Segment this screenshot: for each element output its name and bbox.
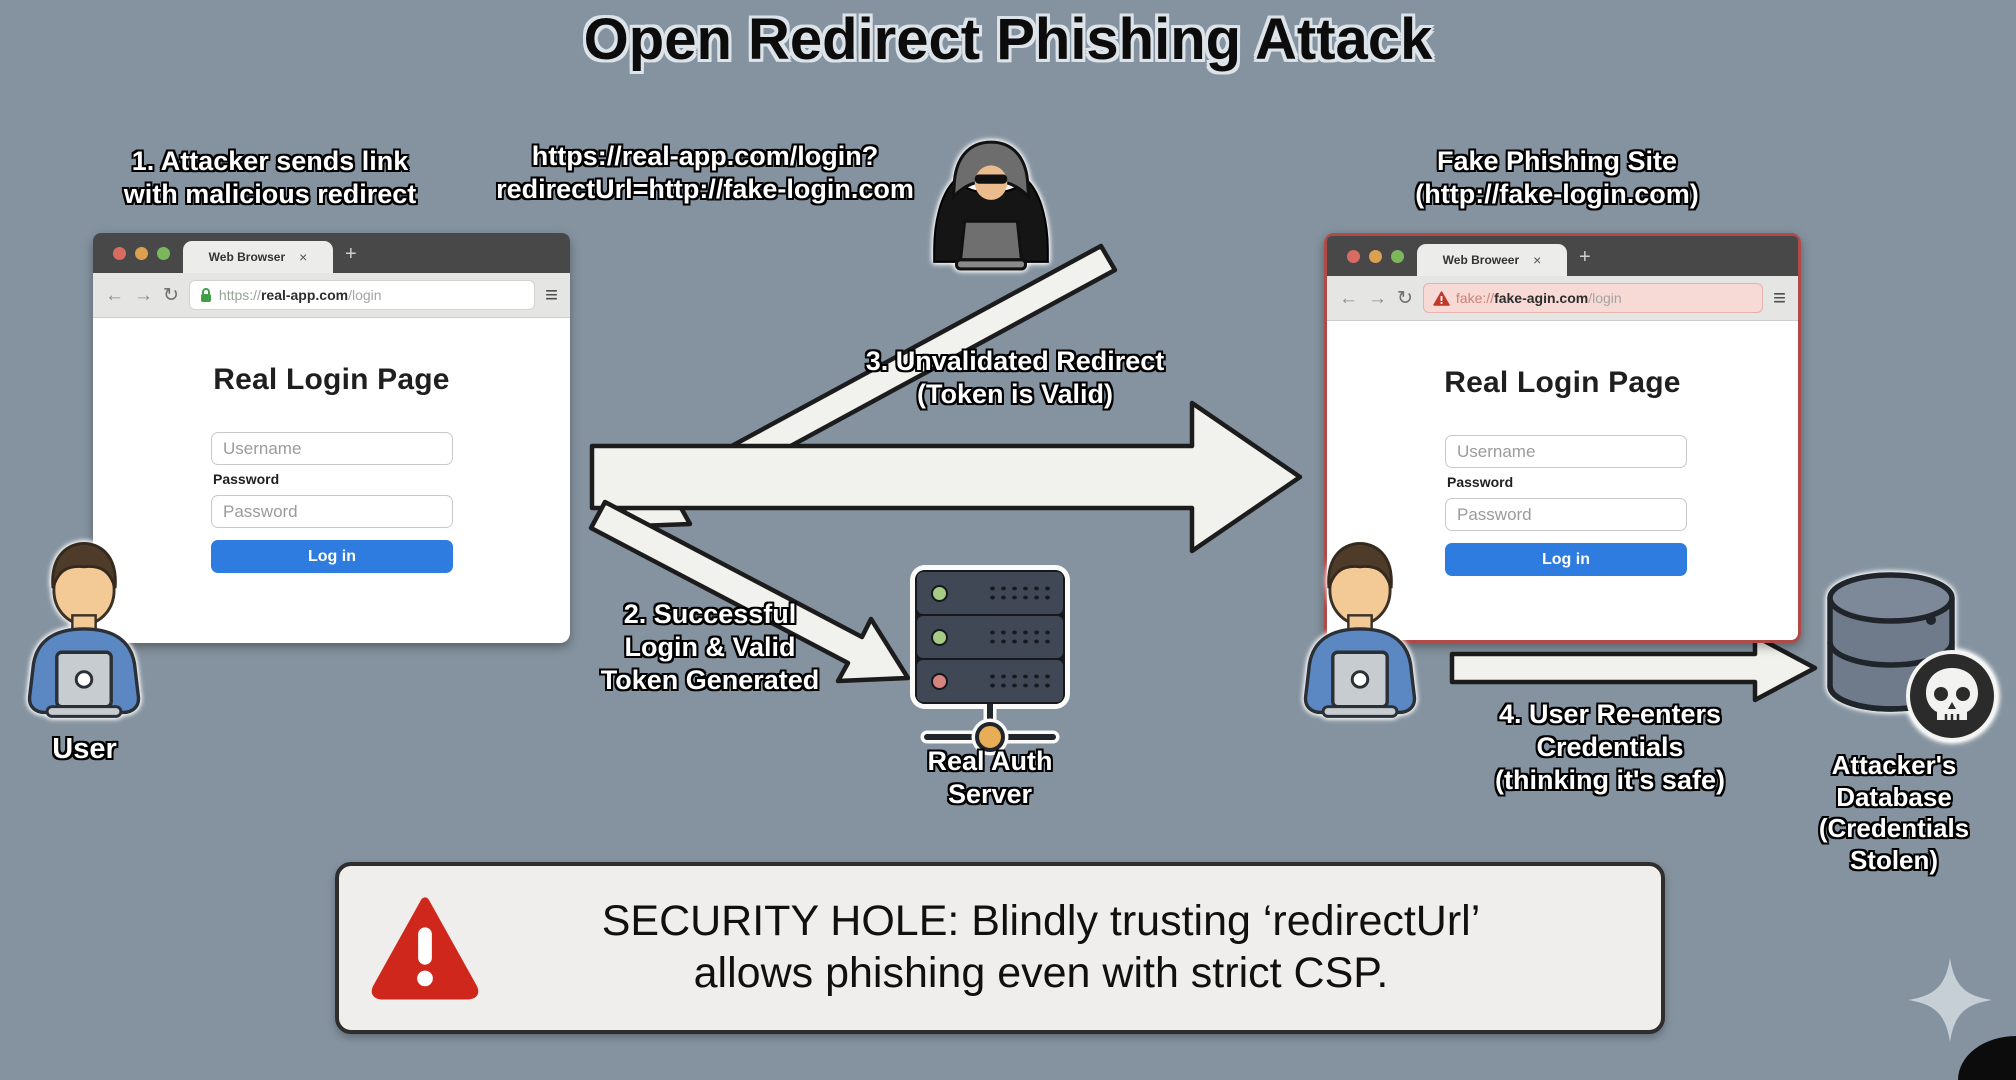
fake-login-page: Real Login Page Password Log in [1327, 321, 1798, 647]
real-browser-window: Web Browser × + ← → ↻ https://real-app.c… [93, 233, 570, 643]
malicious-url-label: https://real-app.com/login? redirectUrl=… [496, 141, 914, 204]
traffic-light-red-icon[interactable] [1347, 250, 1360, 263]
back-icon[interactable]: ← [1339, 287, 1358, 309]
forward-icon[interactable]: → [1368, 287, 1387, 309]
real-browser-tab[interactable]: Web Browser × [183, 241, 333, 273]
tab-close-icon[interactable]: × [1533, 252, 1542, 268]
skull-icon [1906, 650, 1998, 742]
new-tab-icon[interactable]: + [1579, 246, 1591, 268]
traffic-light-yellow-icon[interactable] [135, 247, 148, 260]
reload-icon[interactable]: ↻ [1397, 287, 1413, 309]
login-button[interactable]: Log in [211, 540, 453, 573]
server-network-node-icon [920, 704, 1060, 756]
user-icon [1303, 541, 1417, 718]
step4-label: 4. User Re-enters Credentials (thinking … [1495, 699, 1725, 795]
server-vents-icon [987, 628, 1051, 646]
hacker-icon [933, 140, 1049, 271]
alert-triangle-icon [371, 897, 479, 1000]
password-label: Password [1447, 474, 1514, 490]
login-heading: Real Login Page [1444, 366, 1681, 399]
real-url-bar[interactable]: https://real-app.com/login [188, 280, 536, 310]
traffic-light-red-icon[interactable] [113, 247, 126, 260]
fake-site-label: Fake Phishing Site (http://fake-login.co… [1415, 146, 1699, 209]
security-warning-text: SECURITY HOLE: Blindly trusting ‘redirec… [601, 897, 1481, 997]
username-input[interactable] [1445, 435, 1687, 468]
step3-label: 3. Unvalidated Redirect (Token is Valid) [865, 346, 1165, 409]
attacker-db-label: Attacker's Database (Credentials Stolen) [1818, 750, 1970, 876]
fake-url-bar[interactable]: fake://fake-agin.com/login [1422, 283, 1764, 313]
server-vents-icon [987, 672, 1051, 690]
login-heading: Real Login Page [213, 363, 450, 396]
forward-icon[interactable]: → [134, 284, 153, 306]
tab-title: Web Browser [208, 250, 286, 264]
real-browser-titlebar: Web Browser × + [93, 233, 570, 273]
security-warning-box: SECURITY HOLE: Blindly trusting ‘redirec… [335, 862, 1665, 1034]
arrow-unvalidated-redirect-icon [589, 400, 1303, 554]
tab-close-icon[interactable]: × [299, 249, 308, 265]
menu-icon[interactable]: ≡ [1773, 285, 1786, 310]
server-icon [915, 570, 1065, 756]
step2-label: 2. Successful Login & Valid Token Genera… [600, 599, 820, 695]
arrow-user-to-database-icon [1449, 633, 1818, 703]
server-led-green-icon [931, 584, 948, 602]
traffic-light-green-icon[interactable] [157, 247, 170, 260]
real-browser-toolbar: ← → ↻ https://real-app.com/login ≡ [93, 273, 570, 318]
padlock-icon [200, 288, 211, 302]
password-input[interactable] [1445, 498, 1687, 531]
username-input[interactable] [211, 432, 453, 465]
server-stack [915, 570, 1065, 704]
server-vents-icon [987, 584, 1051, 602]
password-label: Password [213, 471, 280, 487]
new-tab-icon[interactable]: + [345, 243, 357, 265]
url-text: fake://fake-agin.com/login [1455, 290, 1622, 306]
server-led-green-icon [931, 628, 948, 646]
reload-icon[interactable]: ↻ [163, 284, 179, 306]
page-title: Open Redirect Phishing Attack [583, 7, 1433, 72]
sparkle-icon [1908, 958, 1992, 1042]
auth-server-label: Real Auth Server [927, 746, 1053, 809]
real-login-page: Real Login Page Password Log in [93, 318, 570, 644]
traffic-light-yellow-icon[interactable] [1369, 250, 1382, 263]
password-input[interactable] [211, 495, 453, 528]
user-label: User [52, 733, 117, 765]
login-button[interactable]: Log in [1445, 543, 1687, 576]
arrow-login-to-server-icon [588, 499, 911, 684]
back-icon[interactable]: ← [105, 284, 124, 306]
fake-browser-toolbar: ← → ↻ fake://fake-agin.com/login ≡ [1327, 276, 1798, 321]
server-led-red-icon [931, 672, 948, 690]
fake-browser-window: Web Broweer × + ← → ↻ fake://fake-agin.c… [1324, 233, 1801, 643]
traffic-light-green-icon[interactable] [1391, 250, 1404, 263]
warning-triangle-icon [1433, 290, 1450, 306]
database-icon [1827, 572, 1998, 742]
tab-title: Web Broweer [1442, 253, 1520, 267]
url-text: https://real-app.com/login [218, 287, 382, 303]
menu-icon[interactable]: ≡ [545, 282, 558, 307]
user-icon [27, 541, 141, 718]
fake-browser-tab[interactable]: Web Broweer × [1417, 244, 1567, 276]
fake-browser-titlebar: Web Broweer × + [1327, 236, 1798, 276]
step1-label: 1. Attacker sends link with malicious re… [123, 146, 417, 209]
